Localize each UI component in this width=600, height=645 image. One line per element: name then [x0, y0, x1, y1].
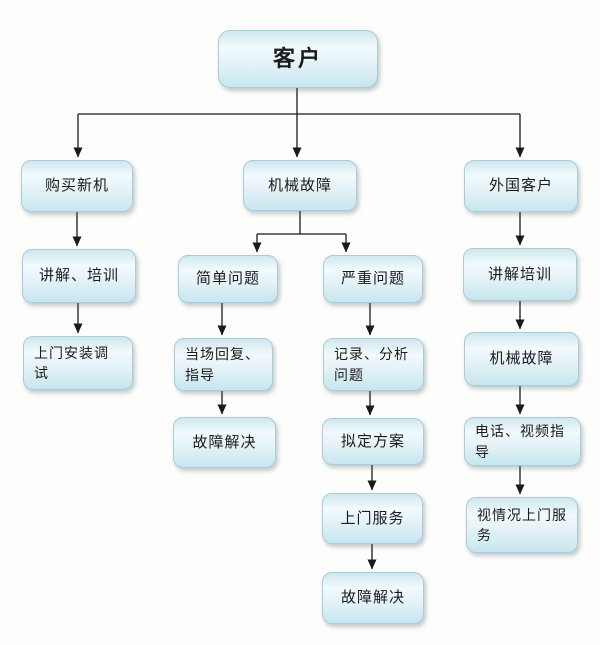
- node-mechanical-fault-foreign: 机械故障: [464, 332, 579, 386]
- node-phone-video-guide: 电话、视频指导: [464, 417, 581, 466]
- node-mechanical-fault: 机械故障: [243, 160, 357, 211]
- node-onsite-install-debug: 上门安装调试: [23, 336, 133, 390]
- node-explain-and-training: 讲解、培训: [22, 249, 136, 303]
- node-customer: 客户: [218, 30, 378, 88]
- node-onsite-reply-guide: 当场回复、指导: [174, 338, 273, 391]
- node-onsite-service: 上门服务: [322, 493, 423, 544]
- node-fault-solved-simple: 故障解决: [173, 417, 276, 468]
- node-simple-problem: 简单问题: [178, 255, 278, 303]
- node-situational-onsite-service: 视情况上门服务: [466, 497, 578, 553]
- node-buy-new-machine: 购买新机: [21, 160, 133, 212]
- node-record-analyze-problem: 记录、分析问题: [323, 338, 424, 391]
- node-serious-problem: 严重问题: [323, 255, 423, 303]
- node-foreign-customer: 外国客户: [464, 160, 578, 212]
- node-explain-training: 讲解培训: [463, 248, 577, 301]
- node-fault-solved-serious: 故障解决: [322, 572, 424, 624]
- node-draft-plan: 拟定方案: [322, 418, 424, 465]
